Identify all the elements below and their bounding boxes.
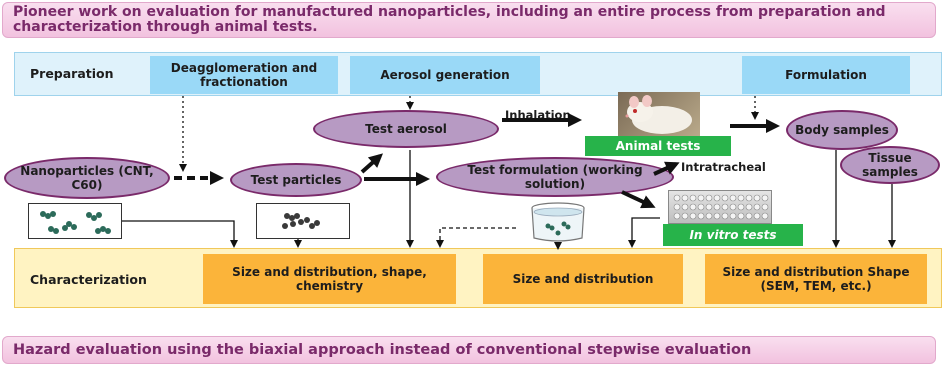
in-vitro-tests-box: In vitro tests	[663, 224, 803, 246]
well	[761, 212, 769, 220]
well	[705, 203, 713, 211]
well	[713, 194, 721, 202]
well	[721, 212, 729, 220]
beaker-icon	[531, 202, 585, 242]
animal-tests-box: Animal tests	[585, 136, 731, 156]
well	[729, 203, 737, 211]
nanoparticles-node: Nanoparticles (CNT, C60)	[4, 157, 170, 199]
char-box-particles: Size and distribution, shape, chemistry	[203, 254, 456, 304]
well	[681, 212, 689, 220]
well	[721, 203, 729, 211]
well	[745, 194, 753, 202]
well-plate-icon	[673, 194, 769, 220]
rat-image	[618, 92, 700, 136]
well	[737, 212, 745, 220]
body-samples-node: Body samples	[786, 110, 898, 150]
well	[761, 203, 769, 211]
top-banner: Pioneer work on evaluation for manufactu…	[2, 2, 936, 38]
test-particles-node: Test particles	[230, 163, 362, 197]
formulation-box: Formulation	[742, 56, 910, 94]
well	[705, 212, 713, 220]
intratracheal-label: Intratracheal	[681, 160, 766, 174]
tissue-samples-node: Tissue samples	[840, 146, 940, 184]
bottom-banner-text: Hazard evaluation using the biaxial appr…	[13, 342, 752, 358]
nanoparticle-image-1	[28, 203, 122, 239]
well	[697, 203, 705, 211]
well	[673, 203, 681, 211]
test-aerosol-node: Test aerosol	[313, 110, 499, 148]
well-plate-image	[668, 190, 772, 224]
characterization-label: Characterization	[30, 272, 147, 287]
well	[689, 212, 697, 220]
well	[673, 194, 681, 202]
well	[681, 203, 689, 211]
well	[761, 194, 769, 202]
preparation-label: Preparation	[30, 66, 114, 81]
well	[729, 212, 737, 220]
well	[681, 194, 689, 202]
top-banner-text: Pioneer work on evaluation for manufactu…	[13, 4, 886, 35]
particles-icon	[40, 211, 111, 234]
nanoparticle-image-2	[256, 203, 350, 239]
well	[697, 194, 705, 202]
char-box-solution: Size and distribution	[483, 254, 683, 304]
well	[729, 194, 737, 202]
well	[689, 203, 697, 211]
well	[745, 212, 753, 220]
test-formulation-node: Test formulation (working solution)	[436, 157, 674, 197]
well	[689, 194, 697, 202]
well	[705, 194, 713, 202]
particles-icon	[282, 213, 320, 229]
well	[713, 203, 721, 211]
char-box-samples: Size and distribution Shape (SEM, TEM, e…	[705, 254, 927, 304]
well	[753, 203, 761, 211]
well	[753, 194, 761, 202]
well	[721, 194, 729, 202]
deagglomeration-box: Deagglomeration and fractionation	[150, 56, 338, 94]
well	[697, 212, 705, 220]
well	[737, 194, 745, 202]
bottom-banner: Hazard evaluation using the biaxial appr…	[2, 336, 936, 364]
rat-icon	[625, 95, 692, 134]
well	[753, 212, 761, 220]
aerosol-generation-box: Aerosol generation	[350, 56, 540, 94]
well	[745, 203, 753, 211]
well	[673, 212, 681, 220]
well	[713, 212, 721, 220]
well	[737, 203, 745, 211]
